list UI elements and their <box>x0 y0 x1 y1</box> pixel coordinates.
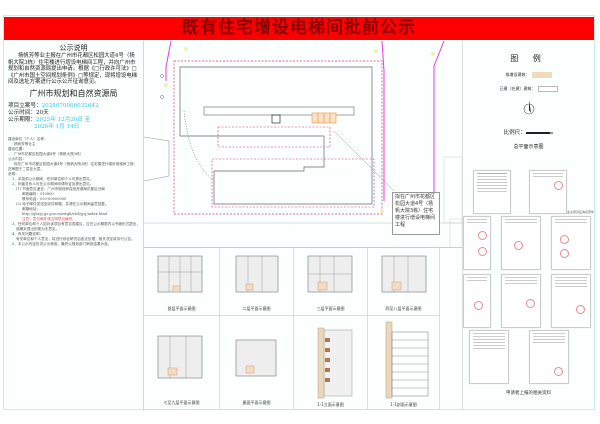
document-thumbnail <box>501 216 541 270</box>
detail-line: 扬帆芳等业主 <box>14 141 36 146</box>
detail-line: 3、任何单位和个人如对该项目有意见或建议，应在公示期限内以书面形式提出， <box>12 221 139 226</box>
detail-line: 2、利害关系人可在公示期间申请听证及提出意见。 <box>12 181 94 186</box>
scale-label: 比例尺： <box>503 130 526 136</box>
detail-line: 5、本公示内容仅供公示使用，最终以规划部门审批结果为准。 <box>12 241 112 246</box>
floor-plan-caption: 二层平面示意图 <box>242 306 271 311</box>
page-title: 既有住宅增设电梯间批前公示 <box>182 18 416 38</box>
section-cell: 1-1剖面示意图 <box>368 316 440 410</box>
documents-caption: 申请者上报的相关资料 <box>506 391 551 396</box>
site-plan-drawing <box>144 41 462 247</box>
floor-plan-caption: 1-1立面示意图 <box>317 402 344 407</box>
detail-line: 逾期未提出的视为无意见。 <box>16 226 60 231</box>
project-no-value: 2025070000032642 <box>41 102 99 109</box>
document-thumbnail <box>463 216 491 270</box>
period-value: 20天 <box>35 109 49 116</box>
legend-existing-swatch <box>537 86 558 92</box>
section-drawing <box>385 321 429 399</box>
detail-line: 建设位置： <box>8 146 26 151</box>
site-plan <box>144 41 462 248</box>
floor-plan-caption: 三层平面示意图 <box>316 306 345 311</box>
detail-line: 邮箱地址： <box>22 206 40 211</box>
legend-existing-label: 已建（在建）建筑： <box>499 86 536 91</box>
detail-line: (2) 电子邮件发送至收件邮箱，并请在公示期间留意回复。 <box>16 201 109 206</box>
detail-line: (1) 书面意见递至：广州市规划和自然资源局花都区分局 <box>16 186 105 191</box>
notice-text: 扬帆芳等业主报在广州市花都区松园大道4号（扬帆大院3栋）住宅楼进行增设电梯间工程… <box>8 53 138 85</box>
document-thumbnail <box>529 170 567 214</box>
document-thumbnail <box>463 274 491 328</box>
floor-plan-drawing <box>157 335 203 379</box>
floor-plan-drawing <box>157 255 203 293</box>
detail-line: 4、有关问题说明： <box>12 231 44 236</box>
section-title: 公示说明 <box>59 44 88 52</box>
doc-small-caption: 业主意见征询表原件 <box>567 210 595 214</box>
detail-line: 邮政编码：510800 <box>22 191 54 196</box>
detail-line: 广州市花都区松园大道4号（扬帆大院3栋） <box>14 151 84 156</box>
floor-plan-cell: 屋面平面示意图 <box>220 316 294 410</box>
detail-line: 联系电话：020-00000000 <box>22 196 67 201</box>
legend-panel: 图 例 拟增设建筑： 已建（在建）建筑： 比例尺： m 总平面示意图 <box>462 41 594 166</box>
elevation-drawing <box>317 327 353 399</box>
notice-description-panel: 公示说明 扬帆芳等业主报在广州市花都区松园大道4号（扬帆大院3栋）住宅楼进行增设… <box>4 41 144 411</box>
floor-plan-cell: 首层平面示意图 <box>144 248 220 316</box>
detail-line: 公示内容： <box>8 156 26 161</box>
legend-title: 图 例 <box>510 54 547 63</box>
floor-plan-caption: 首层平面示意图 <box>167 306 196 311</box>
scale-bar: 比例尺： m <box>463 128 594 136</box>
floor-plan-caption: 屋面平面示意图 <box>242 400 271 405</box>
detail-line: 建设单位（个人）名称： <box>8 136 48 141</box>
legend-row-new: 拟增设建筑： <box>463 72 594 78</box>
detail-line: 拟在广州市花都区松园大道4号（扬帆大院3栋）住宅楼进行增设电梯间工程， <box>14 161 138 166</box>
scale-bar-graphic <box>525 131 550 134</box>
document-thumbnail <box>551 216 591 270</box>
scale-unit: m <box>549 130 554 135</box>
document-thumbnail <box>501 274 541 328</box>
north-arrow-icon <box>463 98 594 120</box>
floor-plan-cell: 二层平面示意图 <box>220 248 294 316</box>
floor-plan-drawing <box>381 255 427 293</box>
floor-plan-caption: 七至九层平面示意图 <box>163 400 200 405</box>
floor-plan-cell: 四至八层平面示意图 <box>368 248 440 316</box>
elevation-cell: 1-1立面示意图 <box>294 316 368 410</box>
title-banner: 既有住宅增设电梯间批前公示 <box>4 17 594 40</box>
floor-plan-drawing <box>235 339 277 377</box>
period-label: 公示时间： <box>8 109 36 116</box>
document-thumbnail <box>473 170 511 214</box>
floor-plans-grid: 首层平面示意图 二层平面示意图 三层平面示意图 四至八层平面示意图 七至九层平面… <box>144 248 462 410</box>
document-thumbnail <box>529 330 569 384</box>
project-no-label: 项目立案号： <box>8 102 42 109</box>
floor-plan-caption: 四至八层平面示意图 <box>385 306 422 311</box>
document-thumbnail <box>469 330 509 384</box>
detail-line: 1、本批前公示期间，任何单位和个人可提出意见。 <box>12 176 94 181</box>
detail-line: http://ghzyj.gz.gov.cn/zwgk/ztzl/yjzj/in… <box>22 211 108 216</box>
project-meta: 项目立案号：2025070000032642 公示时间：20天 公示期限：202… <box>8 103 139 131</box>
site-callout: 拟在广州市花都区松园大道4号（扬帆大院3栋）住宅楼进行增设电梯间工程 <box>392 192 440 235</box>
floor-plan-drawing <box>307 255 353 293</box>
bureau-name: 广州市规划和自然资源局 <box>29 88 118 98</box>
documents-panel: 业主意见征询表原件 申请者上报的相关资料 <box>462 166 594 410</box>
detail-line: 有关单位和个人意见，将进行综合研究后依法处理，相关决定将另行公告。 <box>16 236 135 241</box>
notice-details: 建设单位（个人）名称： 扬帆芳等业主 建设位置： 广州市花都区松园大道4号（扬帆… <box>8 137 139 247</box>
floor-plan-drawing <box>235 255 279 293</box>
detail-line: 送审图于二层至九层。 <box>8 166 44 171</box>
deadline-label: 公示期限： <box>8 116 36 123</box>
deadline-value-1: 2025年 12月20日 至 <box>35 116 91 123</box>
plan-name: 总平面示意图 <box>513 144 544 150</box>
detail-line: 说明： <box>8 171 19 176</box>
legend-row-existing: 已建（在建）建筑： <box>463 86 594 92</box>
floor-plan-cell: 三层平面示意图 <box>294 248 368 316</box>
deadline-value-2: 2026年 1月 14日 <box>34 123 80 130</box>
document-thumbnail <box>551 274 591 328</box>
detail-line: 注意：意见邮件请注明项目编号。 <box>22 216 76 221</box>
floor-plan-caption: 1-1剖面示意图 <box>390 402 417 407</box>
floor-plan-cell: 七至九层平面示意图 <box>144 316 220 410</box>
legend-new-swatch <box>531 72 552 78</box>
legend-new-label: 拟增设建筑： <box>505 72 530 77</box>
